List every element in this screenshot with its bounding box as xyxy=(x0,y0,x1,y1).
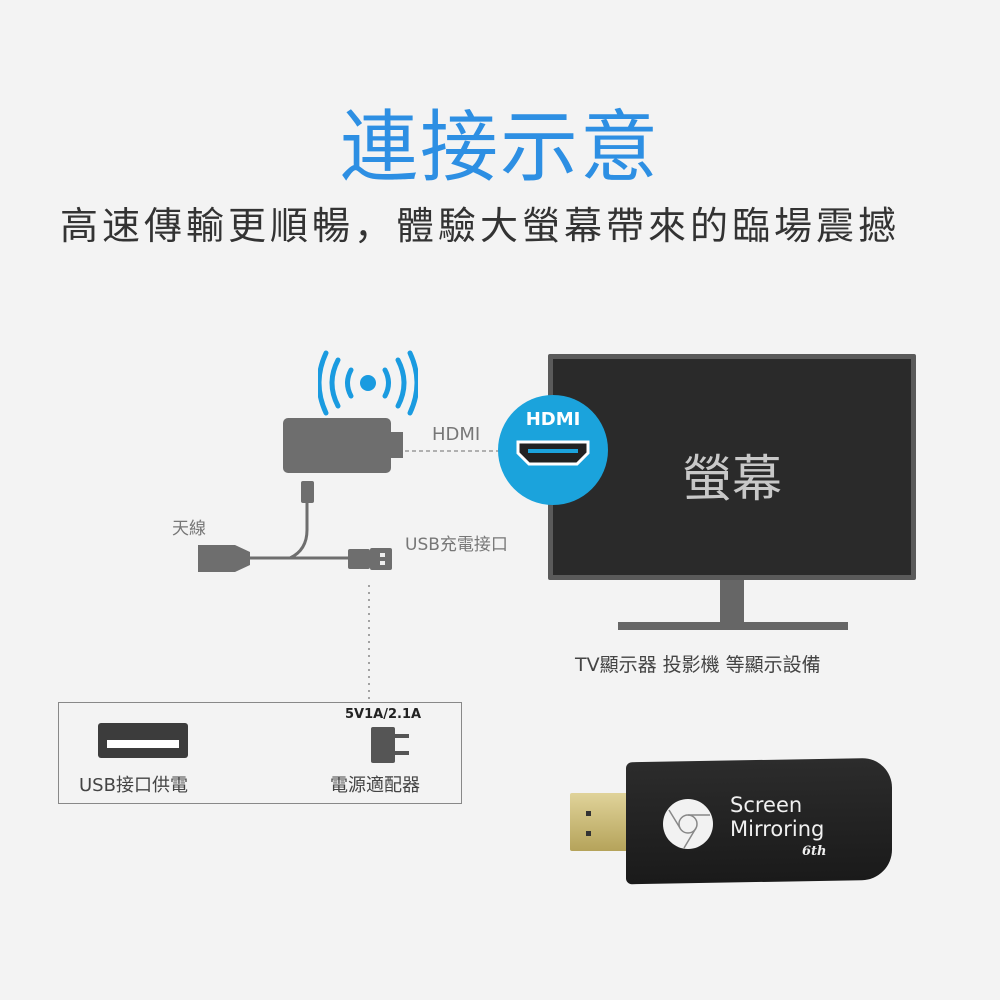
hdmi-port-icon xyxy=(516,440,590,466)
product-name-line1: Screen xyxy=(730,793,803,817)
hdmi-plug xyxy=(570,793,630,851)
tv-stand-base xyxy=(618,622,848,630)
usb-port-icon xyxy=(98,723,188,758)
antenna-label: 天線 xyxy=(172,519,206,539)
power-adapter-icon xyxy=(371,727,409,763)
tv-stand-neck xyxy=(720,580,744,624)
product-name-line2: Mirroring xyxy=(730,817,825,841)
dongle-connector xyxy=(390,432,403,458)
usb-male-connector xyxy=(348,549,370,569)
usb-power-label: USB接口供電 xyxy=(79,775,188,796)
adapter-label: 電源適配器 xyxy=(330,775,420,796)
hdmi-badge-label: HDMI xyxy=(525,409,581,430)
hdmi-badge: HDMI xyxy=(498,395,608,505)
subtitle: 高速傳輸更順暢，體驗大螢幕帶來的臨場震撼 xyxy=(60,204,901,248)
chrome-logo-icon xyxy=(663,799,713,849)
usb-charge-label: USB充電接口 xyxy=(405,535,508,555)
wifi-signal-icon xyxy=(318,350,418,416)
dongle-body xyxy=(283,418,391,473)
product-version: 6th xyxy=(802,844,827,859)
product-dongle: Screen Mirroring 6th xyxy=(570,755,900,890)
adapter-spec: 5V1A/2.1A xyxy=(345,707,422,722)
tv-screen: 螢幕 xyxy=(548,354,916,580)
power-options-box: USB接口供電 5V1A/2.1A 電源適配器 xyxy=(58,702,462,804)
page-title: 連接示意 xyxy=(339,103,660,193)
hdmi-label: HDMI xyxy=(432,424,481,445)
tv-caption: TV顯示器 投影機 等顯示設備 xyxy=(575,654,821,676)
screen-label: 螢幕 xyxy=(682,450,782,508)
antenna-female-connector xyxy=(198,545,250,572)
